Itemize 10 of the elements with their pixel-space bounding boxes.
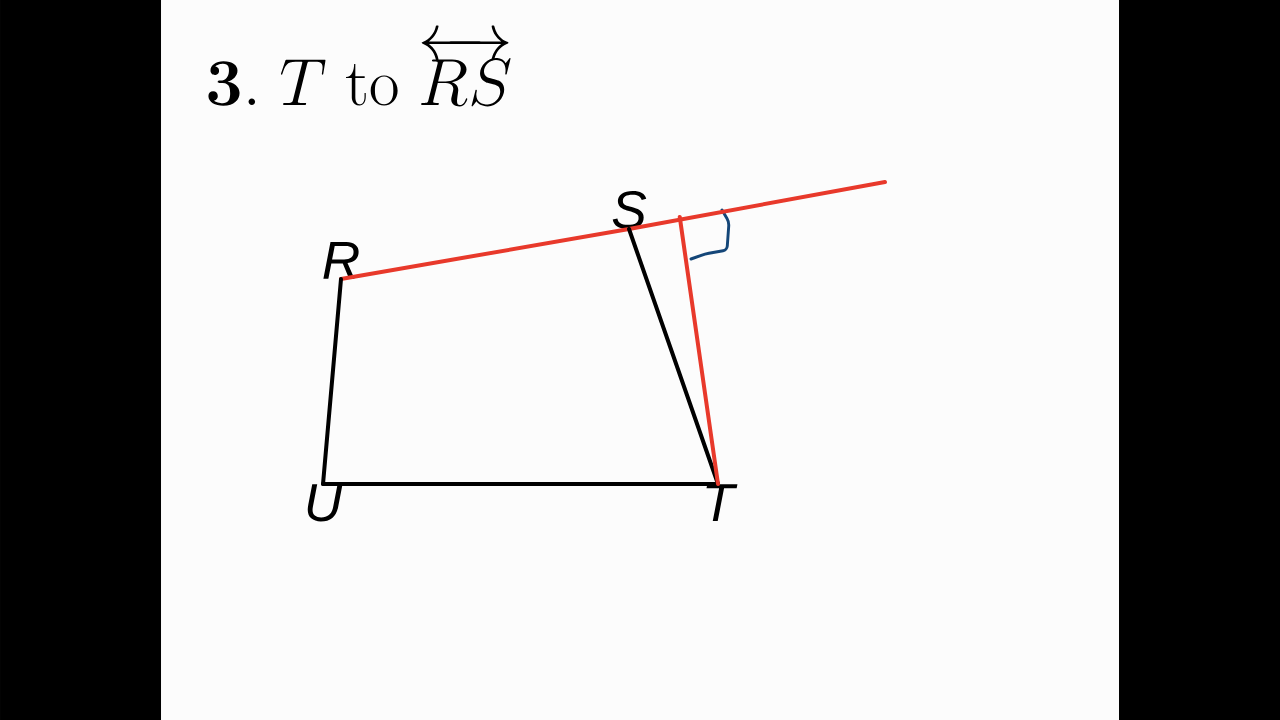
line-segment bbox=[627, 180, 887, 231]
vertex-label: U bbox=[307, 484, 343, 522]
right-angle-mark bbox=[689, 208, 731, 261]
title: $\mathbf{3.}\; T\ \mathrm{to}\ \overleftrightarrow{RS}$ bbox=[208, 25, 511, 107]
line-segment bbox=[321, 482, 720, 486]
line-segment bbox=[321, 277, 343, 486]
line-segment bbox=[339, 227, 631, 281]
line-segment bbox=[677, 214, 720, 486]
vertex-label: R bbox=[323, 242, 359, 279]
vertex-label: S bbox=[612, 190, 647, 229]
